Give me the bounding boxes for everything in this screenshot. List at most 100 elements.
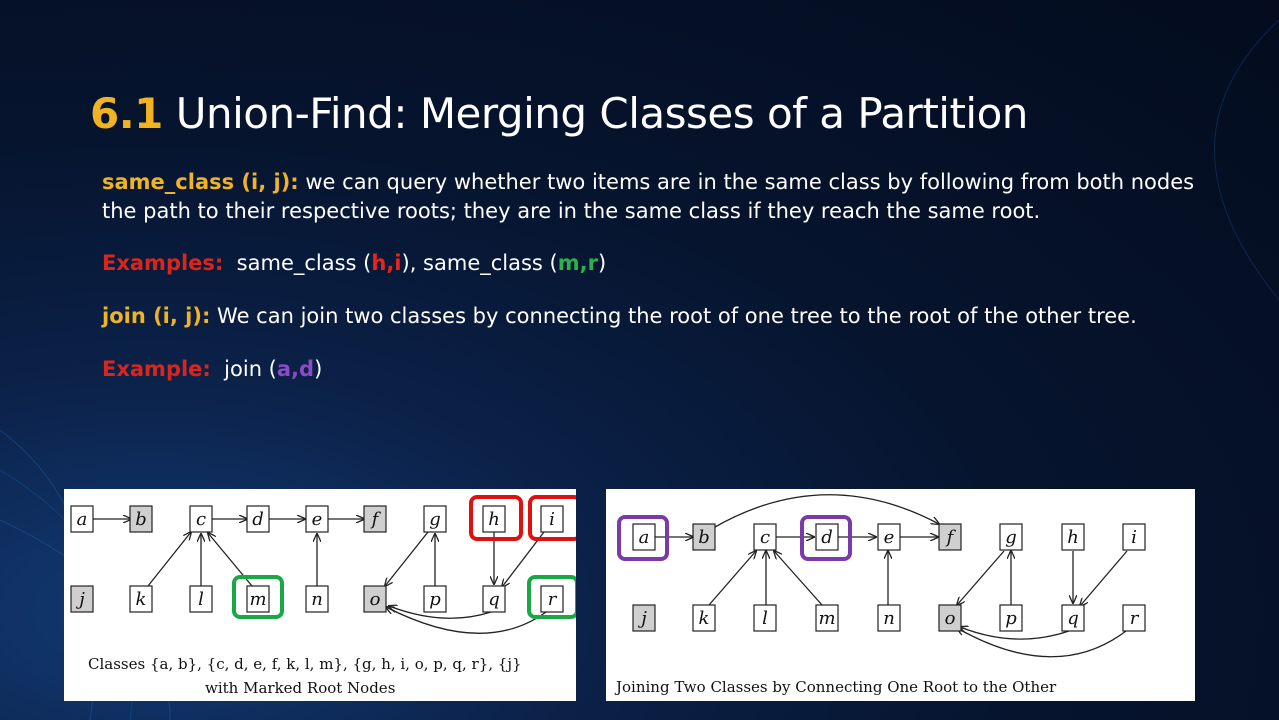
highlight-r: [527, 575, 576, 619]
node-d: d: [821, 527, 833, 548]
node-c-box: [189, 505, 213, 533]
node-r-box: [540, 585, 564, 613]
node-o-box: [938, 604, 962, 632]
figure-join-edges: [655, 494, 1128, 658]
node-h-box: [482, 505, 506, 533]
node-h: h: [1067, 527, 1079, 548]
example-arg-m-r: m,r: [557, 251, 598, 275]
node-c-box: [753, 523, 777, 551]
node-q-box: [1061, 604, 1085, 632]
node-a-box: [70, 505, 94, 533]
node-b-box: [692, 523, 716, 551]
node-q: q: [1067, 608, 1079, 629]
node-o: o: [370, 589, 381, 610]
node-d: d: [252, 509, 264, 530]
highlight-i: [528, 495, 576, 541]
node-g-box: [423, 505, 447, 533]
node-e-box: [877, 523, 901, 551]
node-r-box: [1122, 604, 1146, 632]
edge-k-c: [147, 532, 191, 587]
join-term: join (i, j):: [102, 304, 211, 328]
page-title: 6.1 Union-Find: Merging Classes of a Par…: [90, 88, 1028, 140]
node-f-box: [363, 505, 387, 533]
join-paragraph: join (i, j): We can join two classes by …: [102, 302, 1222, 331]
node-e: e: [312, 509, 323, 530]
node-l-box: [753, 604, 777, 632]
highlight-a: [617, 515, 669, 561]
edge-i-q: [502, 531, 545, 587]
edge-r-o: [386, 607, 547, 634]
same-class-paragraph: same_class (i, j): we can query whether …: [102, 168, 1222, 226]
edge-m-c: [774, 551, 823, 606]
node-e-box: [305, 505, 329, 533]
node-m-box: [246, 585, 270, 613]
edge-q-o: [960, 627, 1070, 640]
node-j: j: [637, 608, 647, 629]
node-m: m: [249, 589, 266, 610]
node-k-box: [129, 585, 153, 613]
node-d-box: [815, 523, 839, 551]
figure-classes-caption-1: Classes {a, b}, {c, d, e, f, k, l, m}, {…: [88, 655, 522, 673]
node-i: i: [1131, 527, 1137, 548]
node-j: j: [75, 589, 85, 610]
join-desc: We can join two classes by connecting th…: [210, 304, 1137, 328]
node-l-box: [189, 585, 213, 613]
title-number: 6.1: [90, 89, 163, 138]
figure-classes-caption-2: with Marked Root Nodes: [205, 679, 395, 697]
node-o-box: [363, 585, 387, 613]
node-f-box: [938, 523, 962, 551]
edge-b-f: [714, 494, 939, 528]
node-l: l: [198, 589, 204, 610]
node-p-box: [999, 604, 1023, 632]
node-e: e: [884, 527, 895, 548]
examples-label: Examples:: [102, 251, 224, 275]
highlight-m: [232, 575, 284, 619]
node-n: n: [311, 589, 323, 610]
node-g-box: [999, 523, 1023, 551]
same-class-desc: we can query whether two items are in th…: [102, 170, 1195, 223]
example-arg-a-d: a,d: [276, 357, 315, 381]
node-p: p: [1005, 608, 1017, 629]
same-class-term: same_class (i, j):: [102, 170, 299, 194]
node-r: r: [1130, 608, 1140, 629]
edge-i-q: [1080, 550, 1128, 606]
example-label: Example:: [102, 357, 211, 381]
example-line: Example: join (a,d): [102, 357, 323, 381]
examples-line: Examples: same_class (h,i), same_class (…: [102, 251, 607, 275]
node-c: c: [760, 527, 770, 548]
node-a-box: [632, 523, 656, 551]
highlight-h: [469, 495, 523, 541]
node-n: n: [883, 608, 895, 629]
node-m-box: [815, 604, 839, 632]
figure-join-caption: Joining Two Classes by Connecting One Ro…: [614, 678, 1057, 696]
node-a: a: [77, 509, 88, 530]
figure-classes-edges: [93, 519, 547, 634]
node-q-box: [482, 585, 506, 613]
node-i-box: [1122, 523, 1146, 551]
edge-g-o: [957, 550, 1005, 605]
example-arg-h-i: h,i: [371, 251, 402, 275]
node-b-box: [129, 505, 153, 533]
node-d-box: [246, 505, 270, 533]
node-o: o: [945, 608, 956, 629]
edge-q-o: [389, 606, 492, 619]
node-g: g: [429, 509, 441, 530]
node-r: r: [548, 589, 558, 610]
node-k-box: [692, 604, 716, 632]
edge-g-o: [385, 531, 429, 586]
node-b: b: [698, 527, 710, 548]
node-k: k: [136, 589, 147, 610]
edge-k-c: [708, 551, 756, 606]
node-k: k: [699, 608, 710, 629]
node-j-box: [632, 604, 656, 632]
title-text: Union-Find: Merging Classes of a Partiti…: [175, 89, 1029, 138]
highlight-d: [800, 515, 852, 561]
node-n-box: [877, 604, 901, 632]
node-p: p: [429, 589, 441, 610]
edge-r-o: [957, 628, 1127, 658]
node-a: a: [639, 527, 650, 548]
